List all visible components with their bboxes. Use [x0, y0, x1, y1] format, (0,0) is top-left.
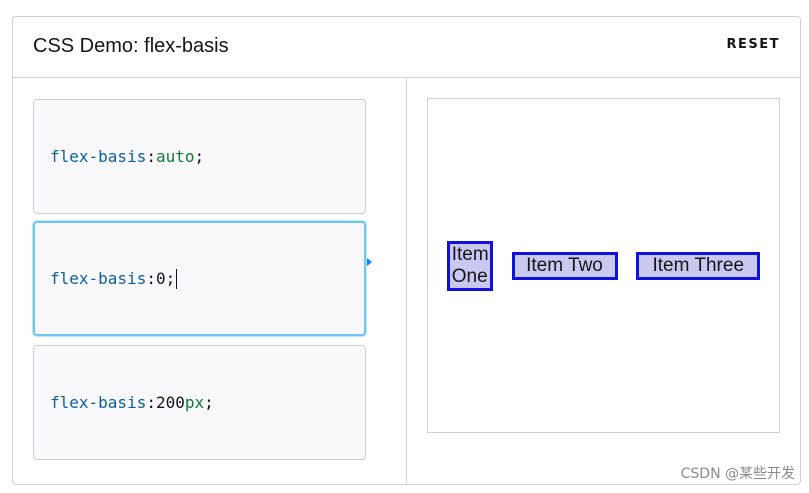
reset-button[interactable]: RESET	[726, 37, 780, 52]
css-value: auto	[155, 147, 195, 166]
selected-arrow-icon	[367, 258, 372, 266]
css-value: 0	[155, 269, 166, 288]
text-cursor	[176, 268, 178, 289]
css-colon: :	[146, 269, 156, 288]
css-property: flex-basis	[50, 147, 147, 166]
css-unit: px	[184, 393, 205, 412]
output-pane: Item One Item Two Item Three	[427, 98, 780, 433]
demo-header: CSS Demo: flex-basis RESET	[13, 17, 800, 78]
css-semicolon: ;	[204, 393, 214, 412]
css-semicolon: ;	[194, 147, 205, 166]
watermark: CSDN @某些开发	[680, 466, 795, 482]
choice-flex-basis-0[interactable]: flex-basis: 0;	[33, 221, 366, 336]
choices-pane: flex-basis: auto; flex-basis: 0; flex-ba…	[13, 79, 407, 484]
css-semicolon: ;	[165, 269, 176, 288]
css-property: flex-basis	[50, 269, 147, 288]
css-colon: :	[146, 393, 156, 412]
css-property: flex-basis	[50, 393, 147, 412]
css-value: 200	[155, 393, 185, 412]
page-title: CSS Demo: flex-basis	[33, 35, 229, 57]
choice-flex-basis-auto[interactable]: flex-basis: auto;	[33, 99, 366, 214]
flex-item-three: Item Three	[636, 251, 761, 280]
css-colon: :	[146, 147, 156, 166]
flex-item-two: Item Two	[511, 251, 618, 280]
flex-item-one: Item One	[446, 240, 493, 291]
